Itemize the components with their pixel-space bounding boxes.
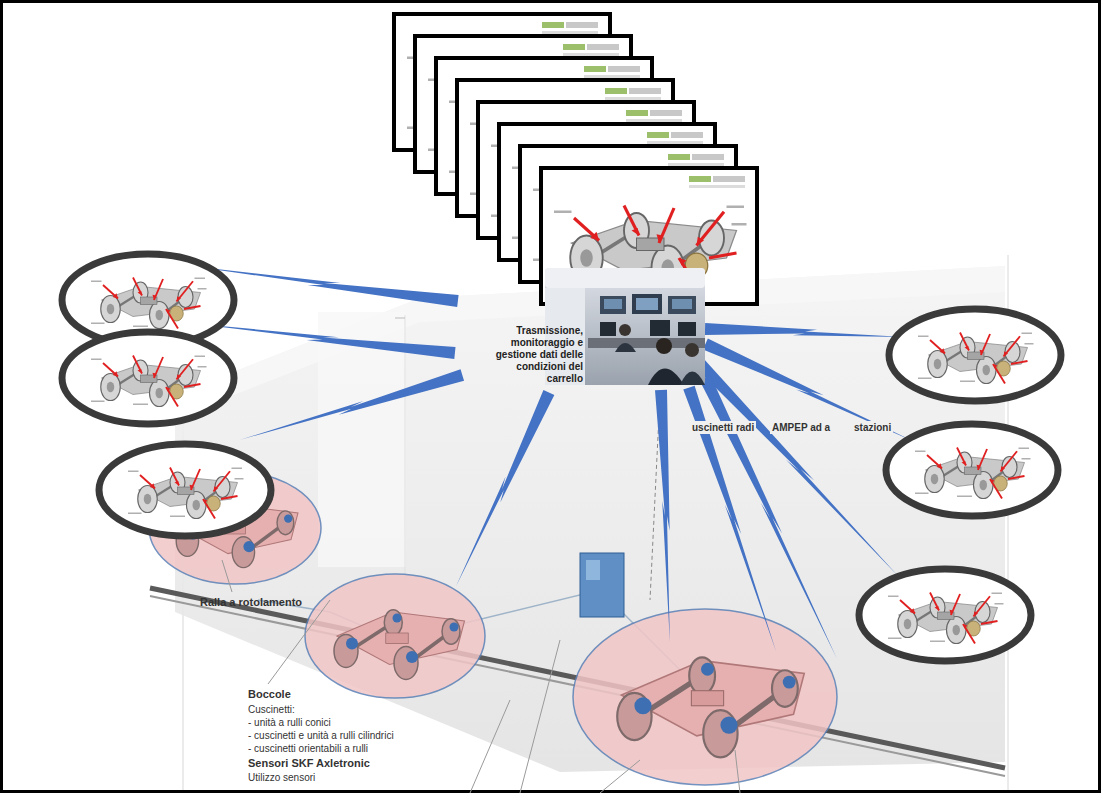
part-label: Ralla a rotolamento [200, 596, 302, 609]
part-label: Cuscinetti: [248, 703, 295, 716]
part-label: - cuscinetti e unità a rulli cilindrici [248, 729, 394, 742]
panel-heading: Trasmissione, monitoraggio e gestione da… [493, 325, 583, 385]
control-room-panel: Trasmissione, monitoraggio e gestione da… [545, 268, 705, 385]
part-label: - unità a rulli conici [248, 716, 331, 729]
part-label: Utilizzo sensori [248, 771, 315, 784]
part-label: Sensori SKF Axletronic [248, 757, 370, 770]
part-label: - cuscinetti orientabili a rulli [248, 742, 368, 755]
part-label: stazioni [852, 421, 893, 434]
part-label: uscinetti radi [690, 421, 756, 434]
part-label: AMPEP ad a [770, 421, 832, 434]
part-label: Boccole [248, 688, 291, 701]
